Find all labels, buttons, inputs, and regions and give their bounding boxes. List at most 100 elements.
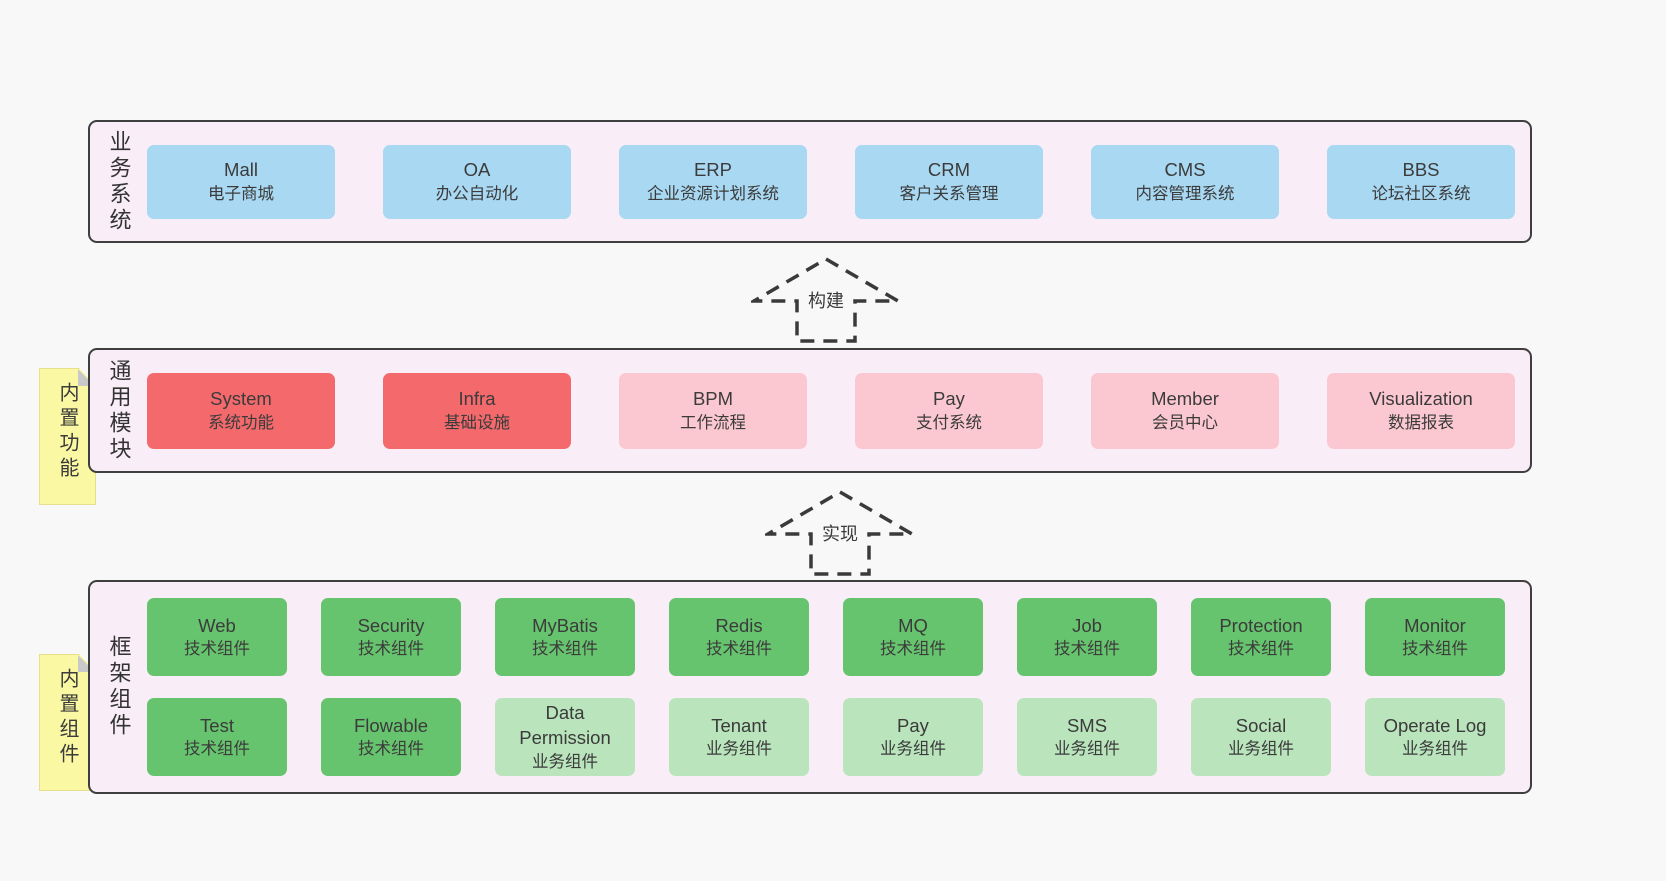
- box-title: Flowable: [353, 714, 429, 736]
- box-subtitle: 技术组件: [358, 640, 424, 659]
- box-mq: MQ 技术组件: [843, 598, 983, 676]
- band-content: System 系统功能 Infra 基础设施 BPM 工作流程 Pay 支付系统…: [147, 350, 1534, 471]
- box-operate-log: Operate Log 业务组件: [1365, 698, 1505, 776]
- box-title: Infra: [458, 388, 496, 409]
- box-protection: Protection 技术组件: [1191, 598, 1331, 676]
- box-title: Social: [1235, 714, 1287, 736]
- box-member: Member 会员中心: [1091, 372, 1279, 449]
- box-subtitle: 电子商城: [208, 184, 274, 203]
- arrow-label: 构建: [805, 286, 847, 314]
- box-web: Web 技术组件: [147, 598, 287, 676]
- box-subtitle: 业务组件: [1402, 740, 1468, 759]
- box-subtitle: 技术组件: [1228, 640, 1294, 659]
- box-erp: ERP 企业资源计划系统: [619, 144, 807, 219]
- box-pay-component: Pay 业务组件: [843, 698, 983, 776]
- box-subtitle: 系统功能: [208, 413, 274, 432]
- box-title: Data Permission: [519, 701, 611, 749]
- box-title: Visualization: [1369, 388, 1473, 409]
- box-subtitle: 办公自动化: [435, 184, 519, 203]
- box-title: System: [210, 388, 272, 409]
- box-title: MQ: [898, 614, 928, 636]
- box-crm: CRM 客户关系管理: [855, 144, 1043, 219]
- box-subtitle: 技术组件: [184, 740, 250, 759]
- band-content: Web 技术组件 Security 技术组件 MyBatis 技术组件 Redi…: [147, 582, 1530, 792]
- box-subtitle: 业务组件: [706, 740, 772, 759]
- box-subtitle: 技术组件: [706, 640, 772, 659]
- box-title: SMS: [1066, 714, 1108, 736]
- box-title: Redis: [715, 614, 763, 636]
- arrow-implement: 实现: [761, 489, 919, 577]
- box-security: Security 技术组件: [321, 598, 461, 676]
- band-label: 业务系统: [106, 129, 132, 234]
- box-subtitle: 内容管理系统: [1135, 184, 1235, 203]
- band-label: 框架组件: [106, 635, 132, 739]
- band-framework-components: 框架组件 Web 技术组件 Security 技术组件 MyBatis 技术组件…: [88, 580, 1532, 794]
- box-title: Mall: [224, 159, 258, 180]
- band-label: 通用模块: [106, 358, 132, 463]
- band-business-systems: 业务系统 Mall 电子商城 OA 办公自动化 ERP 企业资源计划系统 CRM…: [88, 120, 1532, 243]
- box-subtitle: 技术组件: [1402, 640, 1468, 659]
- box-pay-module: Pay 支付系统: [855, 372, 1043, 449]
- box-job: Job 技术组件: [1017, 598, 1157, 676]
- component-row-2: Test 技术组件 Flowable 技术组件 Data Permission …: [147, 698, 1505, 776]
- box-title: Monitor: [1404, 614, 1466, 636]
- box-monitor: Monitor 技术组件: [1365, 598, 1505, 676]
- band-common-modules: 通用模块 System 系统功能 Infra 基础设施 BPM 工作流程 Pay…: [88, 348, 1532, 473]
- box-title: BPM: [692, 388, 734, 409]
- box-title: OA: [463, 159, 491, 180]
- box-title: CMS: [1164, 159, 1206, 180]
- box-subtitle: 基础设施: [444, 413, 510, 432]
- box-bpm: BPM 工作流程: [619, 372, 807, 449]
- box-title: Pay: [897, 714, 929, 736]
- up-arrow-icon: [747, 256, 905, 343]
- box-mall: Mall 电子商城: [147, 144, 335, 219]
- box-title: Test: [200, 714, 234, 736]
- box-title: Security: [357, 614, 425, 636]
- component-row-1: Web 技术组件 Security 技术组件 MyBatis 技术组件 Redi…: [147, 598, 1505, 676]
- box-title: Web: [198, 614, 236, 636]
- box-subtitle: 技术组件: [880, 640, 946, 659]
- box-title: ERP: [693, 159, 733, 180]
- box-data-permission: Data Permission 业务组件: [495, 698, 635, 776]
- box-subtitle: 支付系统: [916, 413, 982, 432]
- box-bbs: BBS 论坛社区系统: [1327, 144, 1515, 219]
- box-title: Tenant: [711, 714, 767, 736]
- box-title: Member: [1151, 388, 1219, 409]
- band-content: Mall 电子商城 OA 办公自动化 ERP 企业资源计划系统 CRM 客户关系…: [147, 122, 1534, 241]
- box-subtitle: 论坛社区系统: [1371, 184, 1471, 203]
- box-subtitle: 会员中心: [1152, 413, 1218, 432]
- arrow-build: 构建: [747, 256, 905, 344]
- box-mybatis: MyBatis 技术组件: [495, 598, 635, 676]
- box-subtitle: 业务组件: [880, 740, 946, 759]
- box-subtitle: 工作流程: [680, 413, 746, 432]
- box-title: CRM: [927, 159, 971, 180]
- box-infra: Infra 基础设施: [383, 372, 571, 449]
- box-title: Job: [1072, 614, 1102, 636]
- note-text: 内置组件: [56, 668, 78, 768]
- note-text: 内置功能: [56, 382, 78, 482]
- box-title: Pay: [933, 388, 965, 409]
- box-tenant: Tenant 业务组件: [669, 698, 809, 776]
- box-title: Operate Log: [1383, 714, 1487, 736]
- box-subtitle: 技术组件: [1054, 640, 1120, 659]
- box-subtitle: 业务组件: [532, 753, 598, 772]
- box-subtitle: 企业资源计划系统: [647, 184, 779, 203]
- box-subtitle: 技术组件: [532, 640, 598, 659]
- box-redis: Redis 技术组件: [669, 598, 809, 676]
- arrow-label: 实现: [819, 519, 861, 547]
- box-social: Social 业务组件: [1191, 698, 1331, 776]
- box-subtitle: 数据报表: [1388, 413, 1454, 432]
- up-arrow-icon: [761, 489, 919, 576]
- box-subtitle: 业务组件: [1054, 740, 1120, 759]
- box-title: BBS: [1402, 159, 1440, 180]
- box-sms: SMS 业务组件: [1017, 698, 1157, 776]
- box-title: Protection: [1219, 614, 1303, 636]
- box-test: Test 技术组件: [147, 698, 287, 776]
- box-visualization: Visualization 数据报表: [1327, 372, 1515, 449]
- box-oa: OA 办公自动化: [383, 144, 571, 219]
- box-cms: CMS 内容管理系统: [1091, 144, 1279, 219]
- box-system: System 系统功能: [147, 372, 335, 449]
- box-subtitle: 技术组件: [358, 740, 424, 759]
- box-title: MyBatis: [532, 614, 598, 636]
